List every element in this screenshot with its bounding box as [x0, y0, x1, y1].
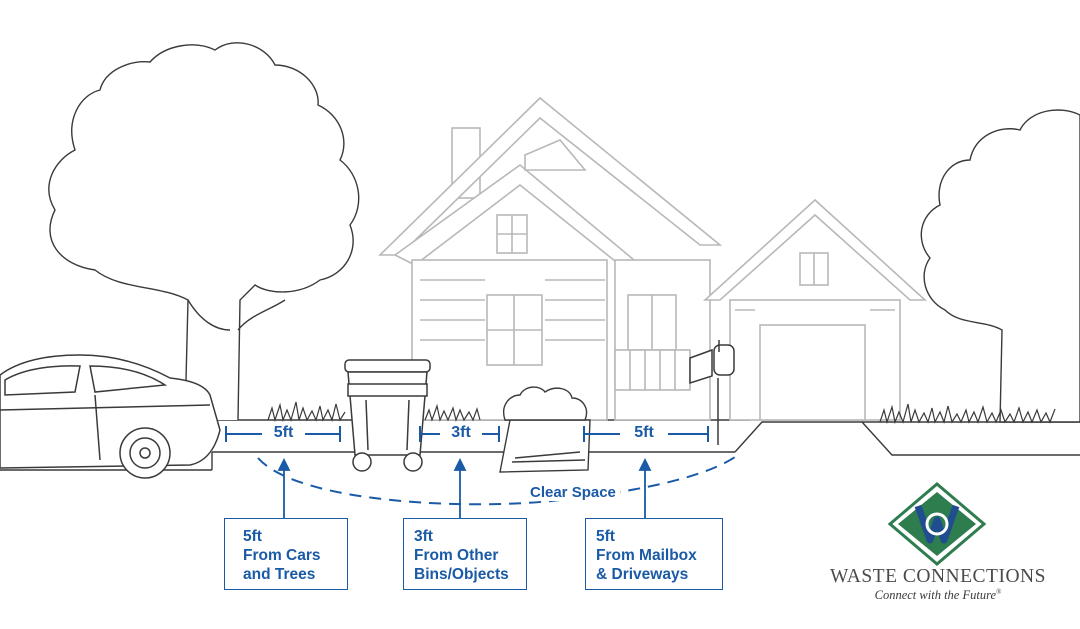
- note-mailbox-line3: & Driveways: [596, 566, 689, 583]
- note-cars-line3: and Trees: [243, 566, 316, 583]
- waste-connections-logo: [887, 482, 987, 566]
- dimension-label-bins: 3ft: [451, 424, 471, 441]
- note-mailbox-distance: 5ft: [596, 528, 615, 545]
- note-bins-line2: From Other: [414, 547, 499, 564]
- brand-name: WASTE CONNECTIONS: [830, 566, 1046, 587]
- note-mailbox-driveways: 5ft From Mailbox & Driveways: [585, 518, 723, 590]
- note-bins-line3: Bins/Objects: [414, 566, 509, 583]
- right-tree: [920, 109, 1080, 423]
- note-mailbox-line2: From Mailbox: [596, 547, 697, 564]
- brand-tagline-text: Connect with the Future: [874, 588, 997, 603]
- grass: [267, 401, 1056, 425]
- pointer-arrows: [277, 457, 652, 518]
- mailbox: [689, 340, 735, 445]
- dimension-markers: [225, 426, 709, 442]
- left-tree: [48, 42, 360, 421]
- clear-space-arc: [257, 454, 739, 506]
- note-cars-distance: 5ft: [243, 528, 262, 545]
- brand-tagline: Connect with the Future®: [818, 588, 1058, 603]
- note-other-bins: 3ft From Other Bins/Objects: [403, 518, 527, 590]
- registered-mark: ®: [996, 588, 1002, 596]
- note-cars-line2: From Cars: [243, 547, 321, 564]
- dimension-label-mailbox: 5ft: [634, 424, 654, 441]
- brand-block: WASTE CONNECTIONS Connect with the Futur…: [818, 566, 1058, 603]
- note-bins-distance: 3ft: [414, 528, 433, 545]
- yard-waste-bag: [499, 386, 591, 473]
- clear-space-label: Clear Space: [526, 484, 620, 501]
- trash-bin: [344, 359, 431, 472]
- note-cars-trees: 5ft From Cars and Trees: [224, 518, 348, 590]
- dimension-label-cars: 5ft: [273, 424, 294, 441]
- car: [0, 354, 221, 479]
- house: [378, 96, 928, 421]
